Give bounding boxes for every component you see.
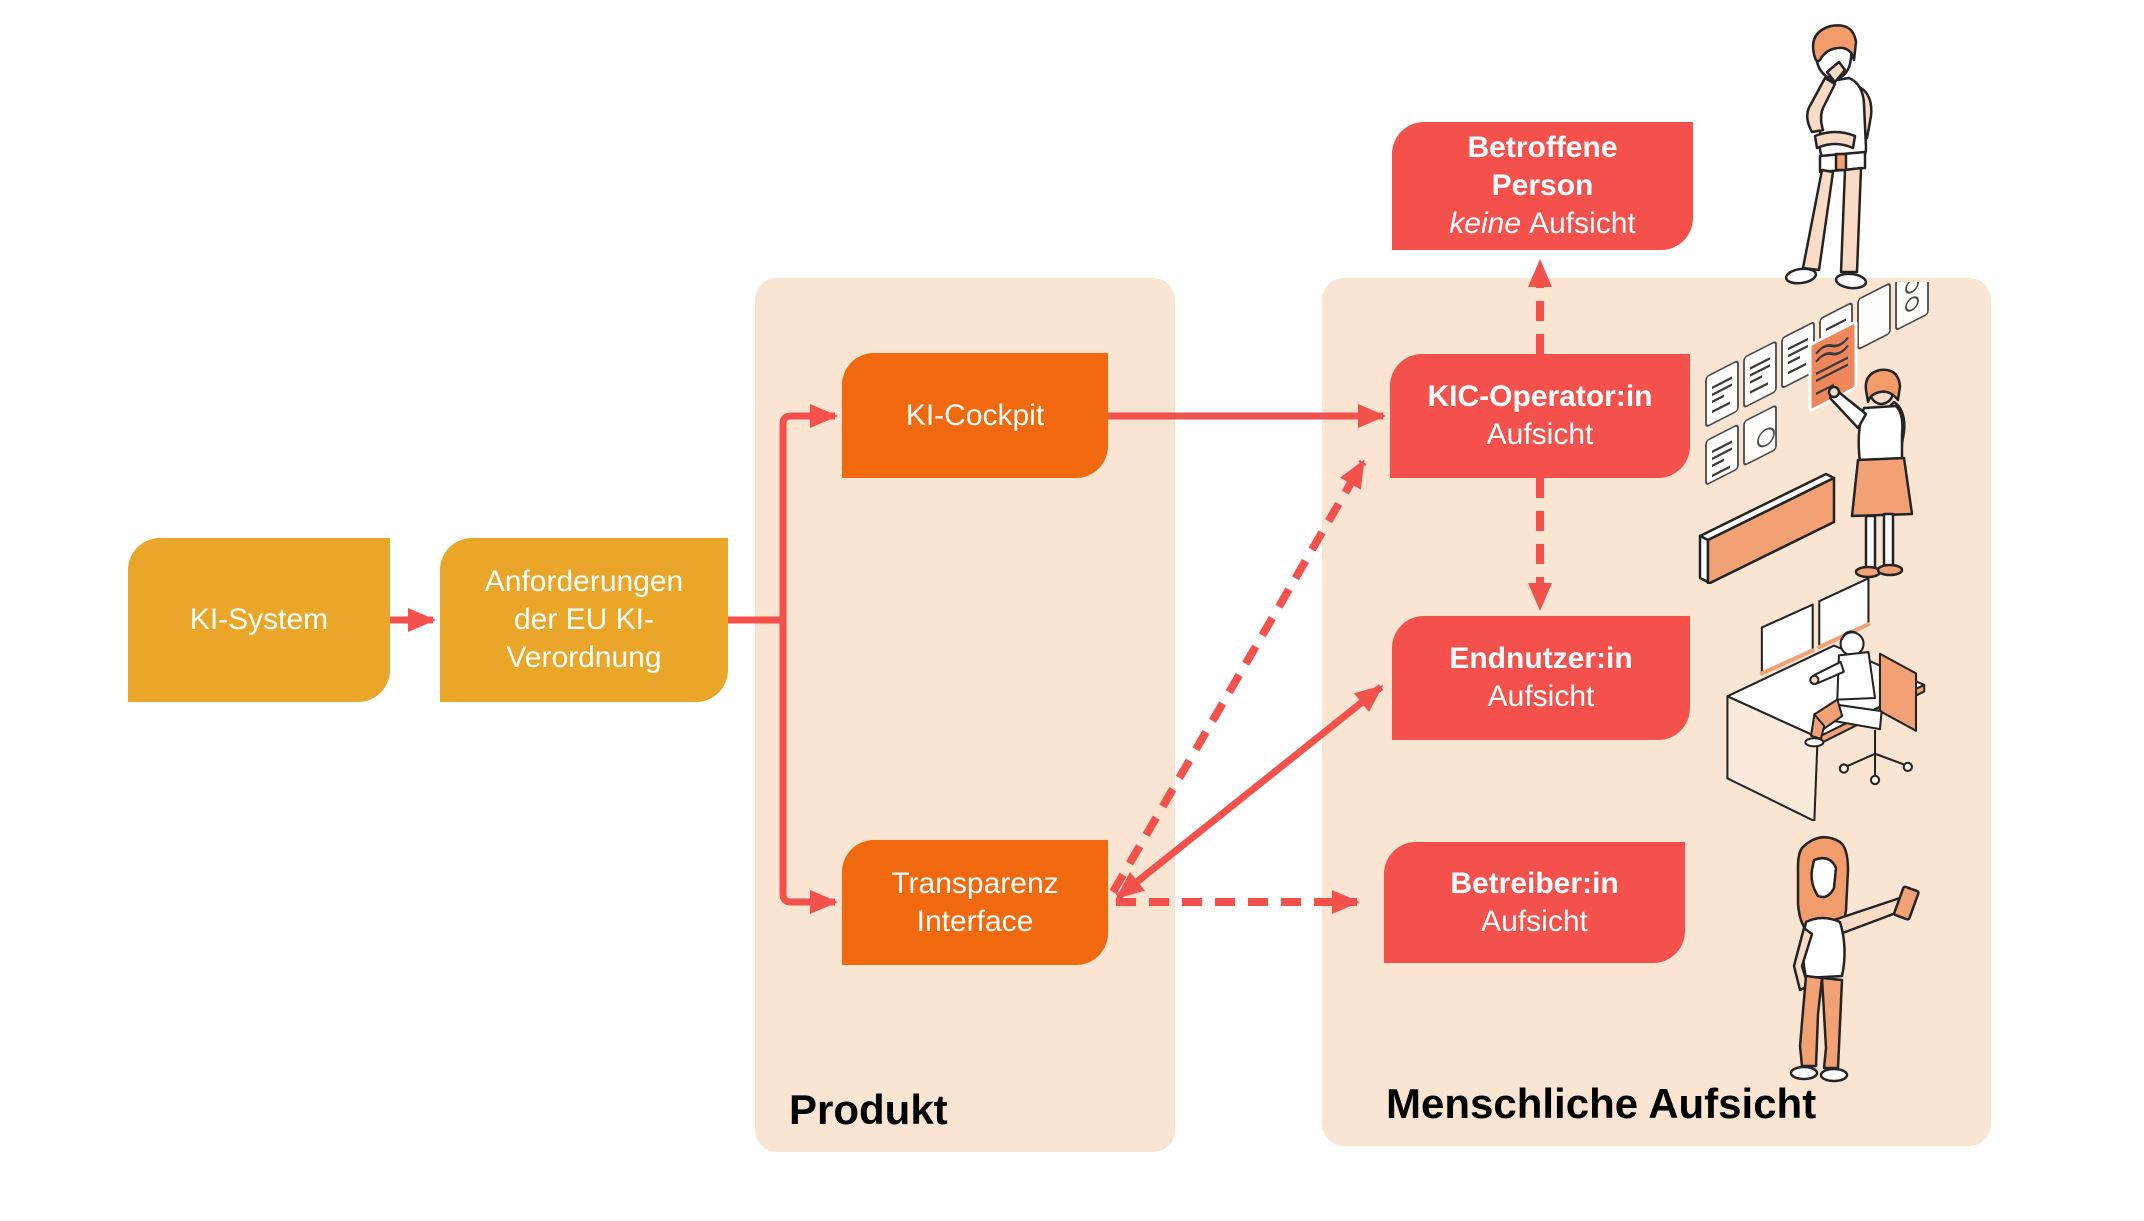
node-betroffene-aufsicht: Aufsicht <box>1529 207 1636 240</box>
node-ki-system: KI-System <box>128 538 390 702</box>
node-transparenz-interface: Transparenz Interface <box>842 840 1108 965</box>
node-kic-operator-subtitle: Aufsicht <box>1486 418 1594 451</box>
operator-at-dashboard-illustration <box>1698 282 1929 584</box>
node-anforderungen-line1: Anforderungen <box>484 565 684 598</box>
node-kic-operator: KIC-Operator:in Aufsicht <box>1390 354 1690 478</box>
node-betreiber: Betreiber:in Aufsicht <box>1384 842 1685 963</box>
node-betroffene-line2: Person <box>1491 169 1594 202</box>
node-transparenz-line2: Interface <box>916 904 1034 938</box>
person-with-phone-illustration <box>1789 835 1920 1083</box>
node-transparenz-line1: Transparenz <box>891 866 1059 900</box>
node-ki-cockpit-label: KI-Cockpit <box>905 398 1045 432</box>
node-anforderungen-line2: der EU KI- <box>513 603 655 636</box>
node-betroffene-line1: Betroffene <box>1467 131 1618 164</box>
node-betroffene-keine: keine <box>1449 207 1521 240</box>
node-anforderungen-line3: Verordnung <box>506 641 662 674</box>
node-endnutzer: Endnutzer:in Aufsicht <box>1392 616 1690 740</box>
node-endnutzer-title: Endnutzer:in <box>1449 642 1633 675</box>
user-at-desk-illustration <box>1726 577 1926 821</box>
node-ki-system-label: KI-System <box>189 603 329 636</box>
node-betreiber-title: Betreiber:in <box>1450 866 1619 900</box>
node-endnutzer-subtitle: Aufsicht <box>1487 680 1595 713</box>
group-menschliche-aufsicht-label: Menschliche Aufsicht <box>1386 1080 1817 1127</box>
group-produkt-label: Produkt <box>789 1086 948 1133</box>
node-betreiber-subtitle: Aufsicht <box>1481 904 1588 938</box>
node-anforderungen: Anforderungen der EU KI- Verordnung <box>440 538 728 702</box>
node-kic-operator-title: KIC-Operator:in <box>1427 380 1653 413</box>
node-ki-cockpit: KI-Cockpit <box>842 353 1108 478</box>
thinking-person-illustration <box>1784 24 1873 290</box>
